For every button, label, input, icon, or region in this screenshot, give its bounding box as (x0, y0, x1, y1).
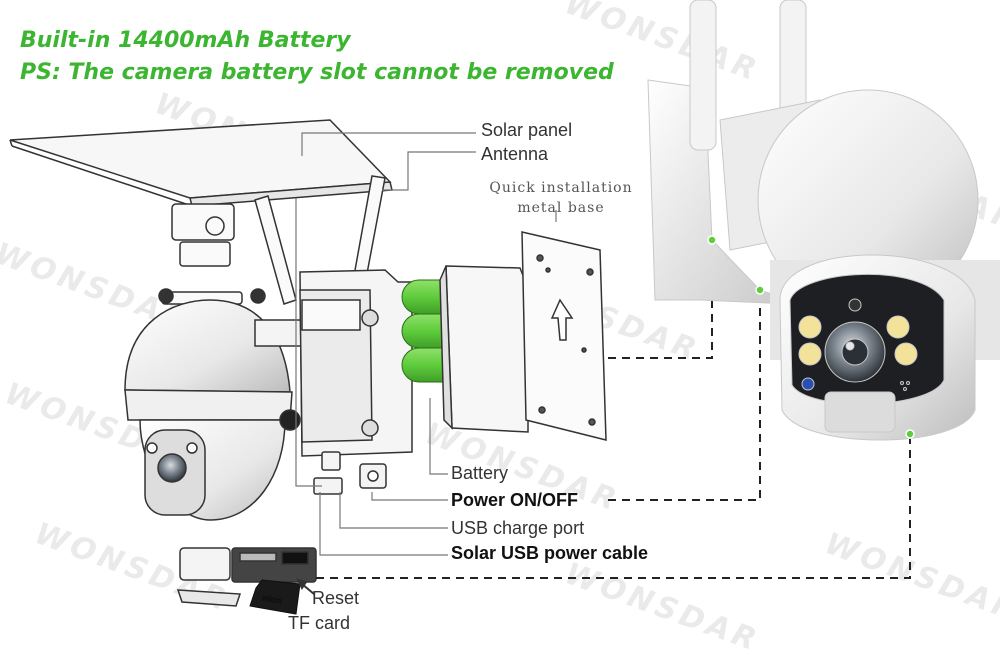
label-power-switch: Power ON/OFF (451, 490, 579, 510)
back-cover (439, 265, 529, 433)
label-solar-cable: Solar USB power cable (451, 543, 649, 563)
battery-housing (299, 269, 413, 457)
leader-lines (295, 132, 557, 556)
bottom-ports (313, 451, 387, 495)
headline-battery: Built-in 14400mAh Battery (20, 28, 351, 53)
left-camera-line-art (124, 299, 306, 521)
label-antenna: Antenna (481, 144, 549, 164)
label-reset: Reset (312, 588, 360, 608)
label-quick-install: Quick installation metal base (478, 178, 644, 218)
headline-note: PS: The camera battery slot cannot be re… (20, 60, 614, 85)
label-quick-install-line2: metal base (517, 200, 605, 216)
panel-bracket (158, 203, 266, 305)
label-tf-card: TF card (288, 613, 351, 633)
left-antenna (254, 175, 386, 305)
metal-base-plate (521, 231, 607, 441)
tf-card: micro (249, 579, 301, 615)
right-camera (647, 0, 1000, 441)
label-battery: Battery (451, 463, 509, 483)
connector-dots (707, 235, 915, 439)
label-solar-panel: Solar panel (481, 120, 573, 140)
reset-arrow (296, 578, 315, 595)
tf-slot-parts (176, 547, 317, 607)
label-quick-install-line1: Quick installation (489, 180, 633, 196)
svg-text:micro: micro (262, 594, 283, 605)
solar-panel (9, 119, 393, 207)
label-usb-port: USB charge port (451, 518, 585, 538)
